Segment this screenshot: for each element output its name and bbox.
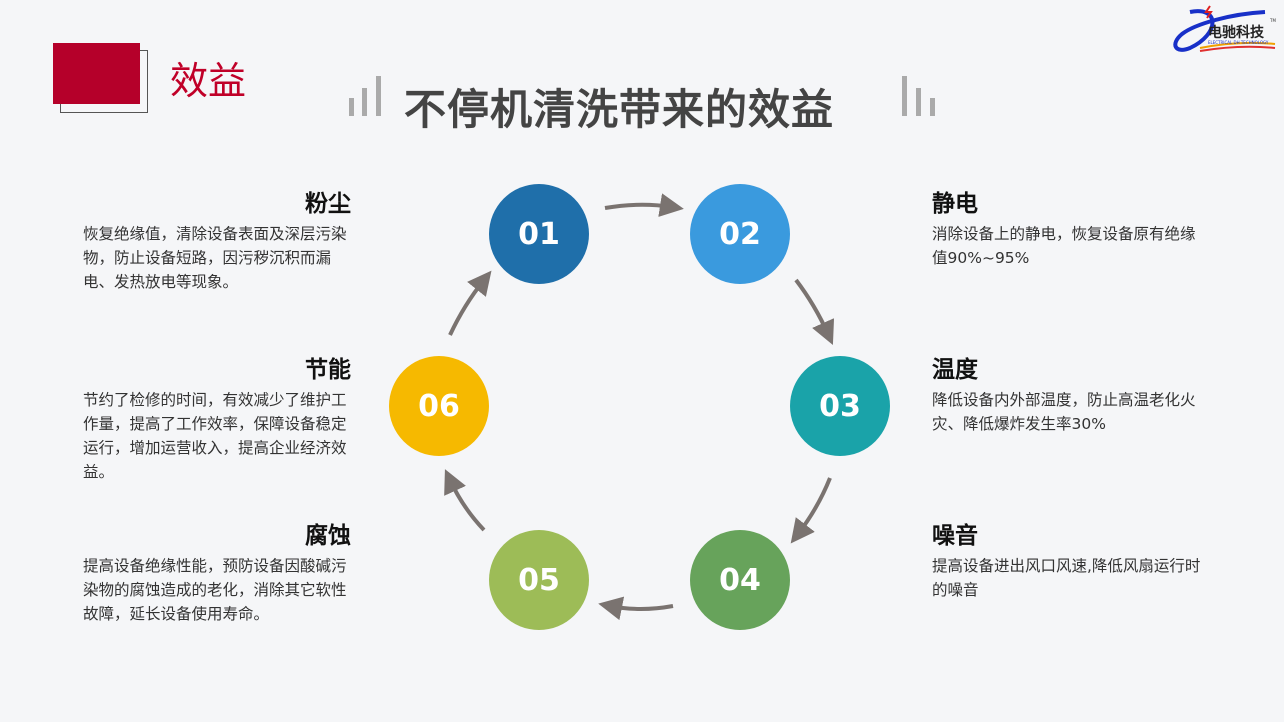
benefit-text: 消除设备上的静电，恢复设备原有绝缘值90%~95%: [932, 225, 1196, 267]
step-circle-03: 03: [790, 356, 890, 456]
benefit-energy: 节能 节约了检修的时间，有效减少了维护工作量，提高了工作效率，保障设备稳定运行，…: [83, 350, 351, 484]
benefit-corrosion: 腐蚀 提高设备绝缘性能，预防设备因酸碱污染物的腐蚀造成的老化，消除其它软性故障，…: [83, 516, 351, 626]
arrow-05-06: [444, 469, 486, 532]
benefit-static: 静电 消除设备上的静电，恢复设备原有绝缘值90%~95%: [932, 184, 1202, 270]
title-deco-bar: [362, 88, 367, 116]
page-title: 不停机清洗带来的效益: [404, 85, 835, 134]
step-circle-02: 02: [690, 184, 790, 284]
title-deco-bar: [376, 76, 381, 116]
benefit-heading: 腐蚀: [305, 523, 351, 549]
section-marker: [53, 43, 140, 104]
benefit-temperature: 温度 降低设备内外部温度，防止高温老化火灾、降低爆炸发生率30%: [932, 350, 1202, 436]
arrow-01-02: [604, 193, 684, 218]
benefit-text: 提高设备进出风口风速,降低风扇运行时的噪音: [932, 557, 1201, 599]
benefit-text: 节约了检修的时间，有效减少了维护工作量，提高了工作效率，保障设备稳定运行，增加运…: [83, 391, 347, 481]
title-deco-bar: [349, 98, 354, 116]
step-circle-04: 04: [690, 530, 790, 630]
benefit-heading: 噪音: [932, 523, 978, 549]
benefit-text: 提高设备绝缘性能，预防设备因酸碱污染物的腐蚀造成的老化，消除其它软性故障，延长设…: [83, 557, 347, 623]
arrow-03-04: [790, 477, 832, 544]
benefit-heading: 静电: [932, 191, 978, 217]
title-deco-bar: [916, 88, 921, 116]
benefit-heading: 节能: [305, 357, 351, 383]
benefit-noise: 噪音 提高设备进出风口风速,降低风扇运行时的噪音: [932, 516, 1202, 602]
benefit-text: 降低设备内外部温度，防止高温老化火灾、降低爆炸发生率30%: [932, 391, 1196, 433]
benefit-heading: 温度: [932, 357, 978, 383]
step-circle-06: 06: [389, 356, 489, 456]
title-deco-bar: [902, 76, 907, 116]
benefit-heading: 粉尘: [305, 191, 351, 217]
step-circle-01: 01: [489, 184, 589, 284]
svg-text:ELECTRICAL DH TECHNOLOGY: ELECTRICAL DH TECHNOLOGY: [1208, 40, 1269, 45]
benefit-text: 恢复绝缘值，清除设备表面及深层污染物，防止设备短路，因污秽沉积而漏电、发热放电等…: [83, 225, 347, 291]
arrow-04-05: [598, 596, 674, 621]
svg-text:TM: TM: [1269, 18, 1276, 23]
title-deco-bar: [930, 98, 935, 116]
arrow-02-03: [794, 278, 835, 345]
logo-text: 电驰科技: [1208, 24, 1265, 41]
step-circle-05: 05: [489, 530, 589, 630]
company-logo: 电驰科技 ELECTRICAL DH TECHNOLOGY TM: [1170, 4, 1280, 60]
benefit-dust: 粉尘 恢复绝缘值，清除设备表面及深层污染物，防止设备短路，因污秽沉积而漏电、发热…: [83, 184, 351, 294]
arrow-06-01: [448, 270, 492, 336]
section-label: 效益: [170, 61, 247, 103]
